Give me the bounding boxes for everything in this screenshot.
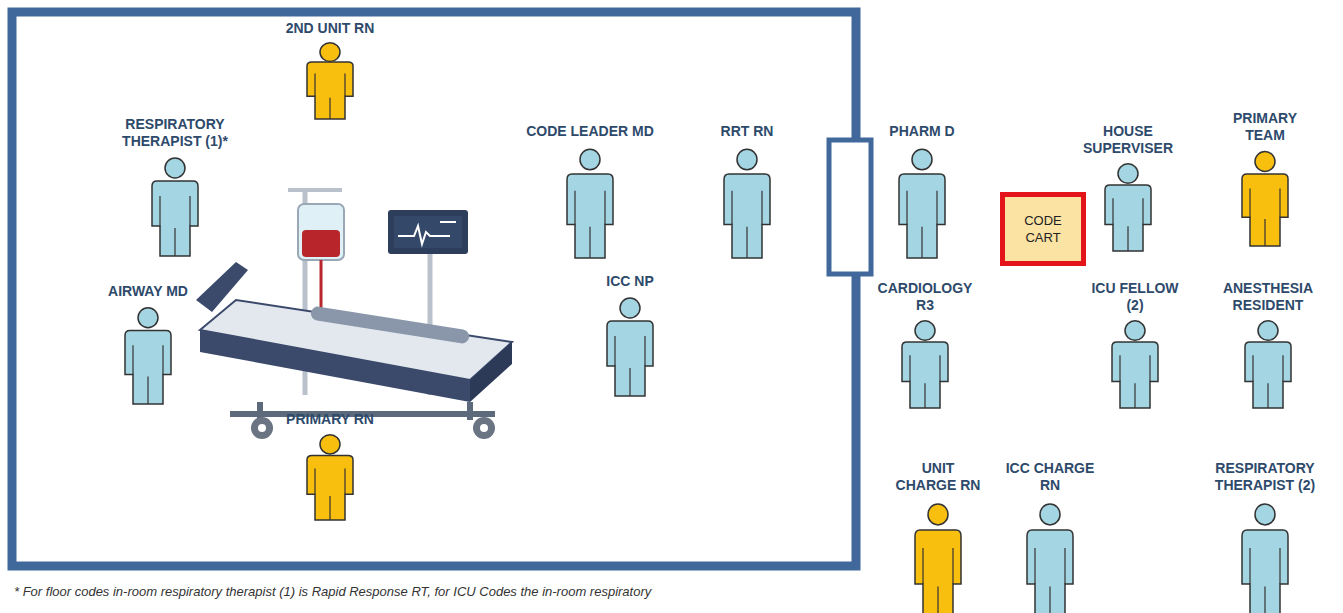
person-icon [152, 156, 198, 256]
person-node: CODE LEADER MD [510, 123, 670, 258]
person-icon [1112, 320, 1158, 408]
role-label: ICC NP [580, 273, 680, 290]
person-icon [125, 306, 171, 404]
person-node: RESPIRATORY THERAPIST (1)* [113, 116, 238, 256]
person-icon [567, 146, 613, 258]
person-icon [307, 434, 353, 520]
role-label: AIRWAY MD [88, 283, 208, 300]
room-outline [12, 12, 856, 566]
person-node: PRIMARY TEAM [1223, 110, 1308, 246]
role-label: HOUSE SUPERVISER [1073, 123, 1183, 157]
person-node: ICC CHARGE RN [1005, 460, 1095, 613]
person-node: RRT RN [687, 123, 807, 258]
person-node: PHARM D [867, 123, 977, 258]
role-label: PRIMARY TEAM [1223, 110, 1308, 144]
role-label: CODE LEADER MD [510, 123, 670, 140]
person-icon [724, 146, 770, 258]
person-icon [1245, 320, 1291, 408]
person-icon [1242, 150, 1288, 246]
role-label: ANESTHESIA RESIDENT [1218, 280, 1318, 314]
role-label: UNIT CHARGE RN [896, 460, 981, 494]
person-node: 2ND UNIT RN [250, 20, 410, 119]
person-node: UNIT CHARGE RN [896, 460, 981, 613]
person-node: ANESTHESIA RESIDENT [1218, 280, 1318, 408]
person-icon [899, 146, 945, 258]
door [829, 140, 871, 274]
hospital-bed [196, 262, 512, 439]
person-node: AIRWAY MD [88, 283, 208, 404]
person-icon [902, 320, 948, 408]
person-node: HOUSE SUPERVISER [1073, 123, 1183, 251]
person-icon [307, 43, 353, 119]
person-icon [607, 296, 653, 396]
person-node: ICU FELLOW (2) [1088, 280, 1183, 408]
person-icon [1105, 163, 1151, 251]
footnote-text: * For floor codes in-room respiratory th… [14, 584, 651, 599]
person-node: CARDIOLOGY R3 [873, 280, 978, 408]
role-label: PRIMARY RN [260, 411, 400, 428]
role-label: CARDIOLOGY R3 [873, 280, 978, 314]
person-node: ICC NP [580, 273, 680, 396]
person-icon [915, 500, 961, 613]
person-node: RESPIRATORY THERAPIST (2) [1203, 460, 1328, 613]
role-label: RRT RN [687, 123, 807, 140]
code-cart-box: CODE CART [1000, 192, 1086, 266]
person-icon [1242, 500, 1288, 613]
role-label: PHARM D [867, 123, 977, 140]
role-label: 2ND UNIT RN [250, 20, 410, 37]
person-node: PRIMARY RN [260, 411, 400, 520]
person-icon [1027, 500, 1073, 613]
role-label: RESPIRATORY THERAPIST (2) [1203, 460, 1328, 494]
role-label: ICU FELLOW (2) [1088, 280, 1183, 314]
role-label: ICC CHARGE RN [1005, 460, 1095, 494]
cart-label: CODE CART [1010, 212, 1076, 246]
role-label: RESPIRATORY THERAPIST (1)* [113, 116, 238, 150]
